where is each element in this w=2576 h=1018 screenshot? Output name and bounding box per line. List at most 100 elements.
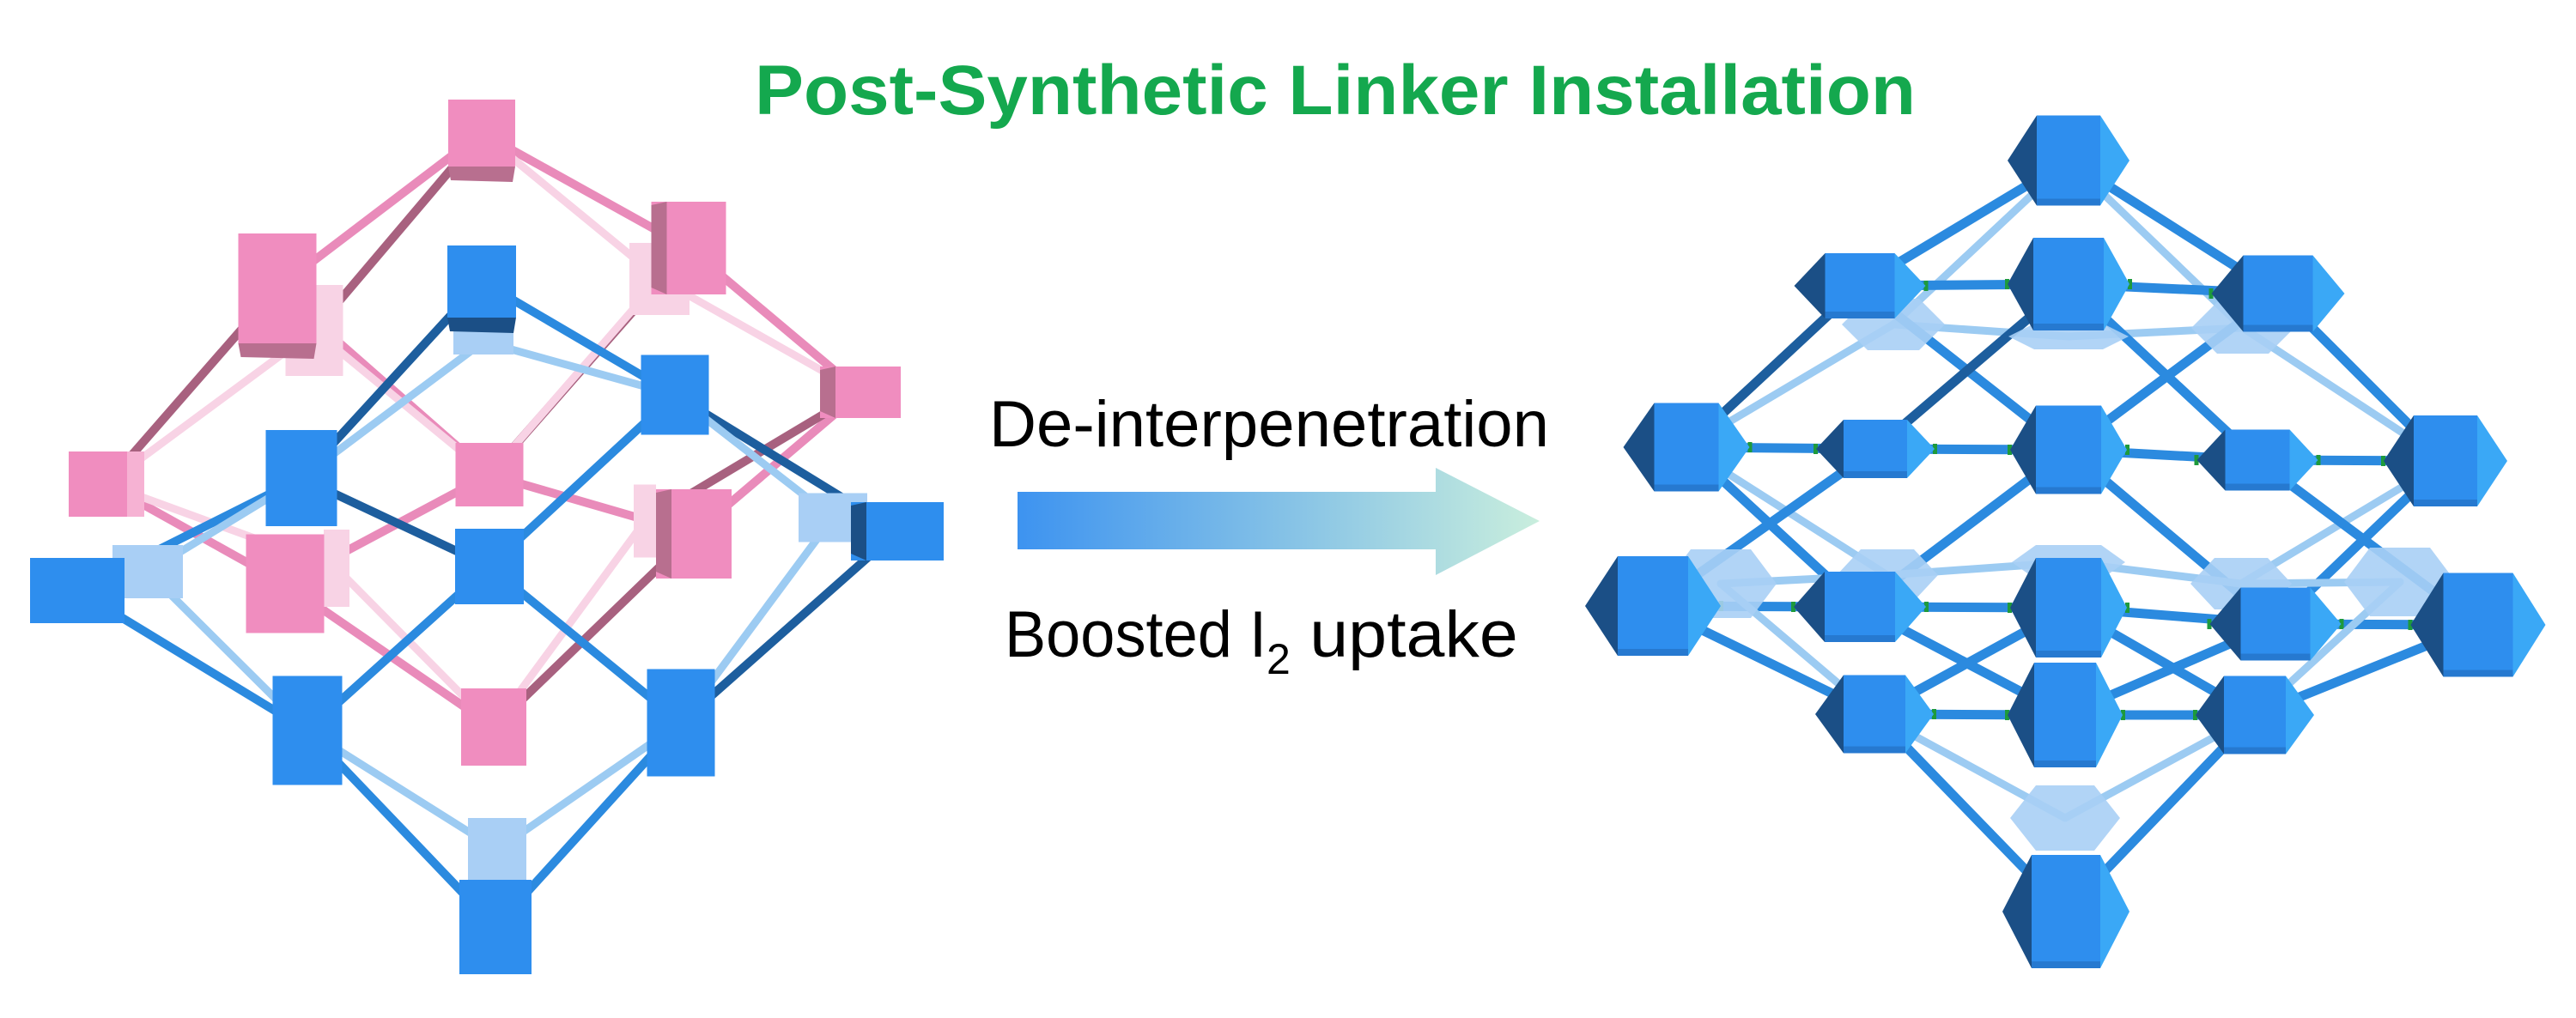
linker-end-cap bbox=[2005, 710, 2009, 720]
hexagonal-cluster-node bbox=[1585, 556, 1721, 656]
linker-end-cap bbox=[1923, 281, 1929, 291]
pink-cluster-node bbox=[651, 202, 726, 294]
hexagonal-cluster-node bbox=[2384, 415, 2507, 506]
hexagonal-cluster-node bbox=[1794, 253, 1926, 318]
label-bottom-subscript: 2 bbox=[1267, 635, 1291, 683]
pink-cluster-node bbox=[656, 489, 732, 579]
node-front-face bbox=[1825, 572, 1895, 642]
node-right-face bbox=[2101, 405, 2127, 494]
node-left-face bbox=[1794, 253, 1826, 318]
hexagonal-cluster-node bbox=[1623, 403, 1750, 492]
node-front-face bbox=[1844, 675, 1905, 754]
node-side-face bbox=[851, 502, 866, 561]
linker-end-cap bbox=[2128, 279, 2132, 289]
blue-cluster-node bbox=[272, 676, 343, 785]
node-front-face bbox=[2034, 663, 2096, 767]
node-bottom-edge bbox=[2036, 651, 2101, 657]
node-bottom-edge bbox=[2225, 483, 2290, 491]
blue-cluster-node bbox=[30, 558, 125, 623]
linker-end-cap bbox=[1791, 602, 1795, 612]
node-face bbox=[641, 354, 709, 435]
blue-cluster-node-faded bbox=[468, 818, 526, 882]
linker-end-cap bbox=[2208, 288, 2214, 299]
node-face bbox=[455, 443, 524, 506]
node-face bbox=[30, 558, 125, 623]
linker-end-cap bbox=[2408, 620, 2413, 630]
node-bottom-face bbox=[447, 318, 516, 333]
node-front-face bbox=[2243, 255, 2313, 332]
blue-cluster-node bbox=[455, 529, 524, 604]
process-label-top: De-interpenetration bbox=[989, 388, 1549, 461]
left-nodes bbox=[30, 100, 944, 974]
hexagonal-cluster-node bbox=[2196, 429, 2318, 491]
node-side-face bbox=[127, 451, 144, 517]
hexagonal-cluster-node bbox=[2211, 255, 2345, 332]
pink-cluster-node bbox=[820, 367, 901, 418]
node-left-face bbox=[2008, 663, 2034, 767]
node-right-face bbox=[2096, 663, 2123, 767]
node-bottom-edge bbox=[1844, 471, 1907, 478]
node-bottom-edge bbox=[2032, 961, 2100, 968]
linker-end-cap bbox=[2005, 279, 2009, 289]
hexagonal-cluster-node bbox=[2008, 663, 2123, 767]
node-left-face bbox=[2010, 405, 2036, 494]
hexagonal-cluster-node bbox=[2002, 855, 2129, 968]
blue-cluster-node bbox=[641, 354, 709, 435]
hexagonal-cluster-node bbox=[1815, 675, 1934, 754]
node-bottom-edge bbox=[2037, 198, 2100, 206]
linker-end-cap bbox=[2316, 455, 2321, 465]
node-right-face bbox=[2310, 587, 2342, 661]
hexagonal-cluster-node-faded bbox=[2010, 785, 2120, 851]
node-face bbox=[459, 880, 532, 974]
node-left-face bbox=[2209, 587, 2241, 661]
node-left-face bbox=[2196, 429, 2226, 491]
node-bottom-edge bbox=[2033, 324, 2104, 330]
pink-cluster-node-faded bbox=[324, 530, 349, 607]
linker-end-cap bbox=[2381, 456, 2385, 466]
node-left-face bbox=[1585, 556, 1618, 656]
hexagonal-cluster-node bbox=[2010, 405, 2127, 494]
hexagonal-cluster-node bbox=[2010, 558, 2127, 657]
blue-cluster-node bbox=[447, 245, 516, 333]
blue-cluster-node-faded bbox=[453, 329, 513, 354]
node-side-face bbox=[656, 489, 671, 579]
node-bottom-edge bbox=[1825, 312, 1895, 318]
node-face bbox=[272, 676, 343, 785]
linker-end-cap bbox=[2125, 603, 2129, 613]
linker-end-cap bbox=[2008, 603, 2012, 613]
node-right-face bbox=[2101, 558, 2127, 657]
node-bottom-edge bbox=[1654, 484, 1719, 492]
linker-end-cap bbox=[2193, 710, 2197, 720]
node-front-face bbox=[2224, 676, 2286, 754]
node-left-face bbox=[2211, 255, 2244, 332]
node-bottom-edge bbox=[2243, 324, 2313, 332]
node-face bbox=[324, 530, 349, 607]
node-right-face bbox=[1894, 253, 1926, 318]
node-right-face bbox=[2512, 573, 2546, 677]
node-front-face bbox=[2240, 587, 2311, 661]
node-left-face bbox=[1816, 420, 1844, 478]
node-face bbox=[447, 245, 516, 318]
node-front-face bbox=[1825, 253, 1895, 318]
node-right-face bbox=[2100, 855, 2129, 968]
hexagonal-cluster-node bbox=[2008, 238, 2129, 330]
gradient-arrow-icon bbox=[1018, 468, 1540, 575]
node-bottom-edge bbox=[1825, 635, 1895, 642]
node-left-face bbox=[2410, 573, 2444, 677]
node-right-face bbox=[2477, 415, 2507, 506]
node-bottom-edge bbox=[2034, 760, 2096, 767]
interpenetrated-framework bbox=[30, 100, 944, 974]
pink-cluster-node bbox=[461, 688, 526, 766]
node-face bbox=[455, 529, 524, 604]
linker-end-cap bbox=[2339, 619, 2344, 629]
right-nodes bbox=[1585, 115, 2546, 968]
node-bottom-edge bbox=[2240, 653, 2311, 661]
node-front-face bbox=[2443, 573, 2513, 677]
node-right-face bbox=[1895, 572, 1926, 642]
node-front-face bbox=[1618, 556, 1688, 656]
hexagonal-cluster-node bbox=[2410, 573, 2546, 677]
node-right-face bbox=[2100, 115, 2129, 206]
linker-end-cap bbox=[2121, 710, 2125, 720]
node-bottom-edge bbox=[2224, 747, 2286, 754]
